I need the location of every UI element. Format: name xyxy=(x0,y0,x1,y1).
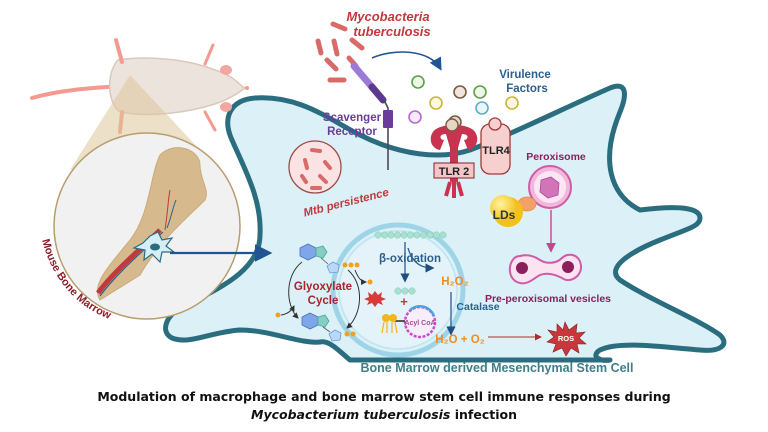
small-ros-burst xyxy=(364,291,386,307)
peroxisome-label: Peroxisome xyxy=(526,151,586,163)
scavenger-receptor-label-line1: Scavenger xyxy=(323,112,382,124)
glyoxylate-molecule-bottom xyxy=(301,312,356,342)
pre-peroxisomal-vesicles xyxy=(508,253,583,285)
tlr4-receptor xyxy=(480,117,511,175)
virulence-factor-particles xyxy=(408,75,519,129)
infection-arrow xyxy=(371,51,442,71)
acetyl-beads xyxy=(394,287,416,295)
lds-label: LDs xyxy=(493,208,516,222)
acyl-coa xyxy=(381,305,437,339)
acyl-coa-label: Acyl CoA xyxy=(404,320,435,327)
glyoxylate-label-line1: Glyoxylate xyxy=(294,281,352,293)
caption-line-2: Mycobacterium tuberculosis infection xyxy=(0,407,768,422)
h2o2-arrow xyxy=(407,247,435,273)
ros-label: ROS xyxy=(558,334,574,343)
carbon-bead-right xyxy=(367,279,373,285)
carbon-bead-left xyxy=(275,312,281,318)
virulence-factors-label-line1: Virulence xyxy=(499,69,551,81)
cell-type-label: Bone Marrow derived Mesenchymal Stem Cel… xyxy=(360,361,633,375)
caption-line-1: Modulation of macrophage and bone marrow… xyxy=(97,389,671,404)
glyoxylate-cycle-arrow-left xyxy=(288,261,303,319)
scavenger-receptor-label-line2: Receptor xyxy=(327,126,377,138)
pathogen-label-line1: Mycobacteria xyxy=(346,9,429,24)
plus-sign: + xyxy=(400,294,408,309)
stem-cell-icon xyxy=(132,231,176,264)
fatty-acid-chain xyxy=(374,231,447,239)
lipid-droplet xyxy=(490,195,523,227)
glyoxylate-in-arrow xyxy=(280,305,295,316)
pathogen-label-line2: tuberculosis xyxy=(353,24,430,39)
tlr2-receptor xyxy=(430,118,478,198)
glyoxylate-cycle-arrow-right xyxy=(346,269,361,329)
caption-species: Mycobacterium tuberculosis xyxy=(251,407,451,422)
beta-oxidation-label: β-oxidation xyxy=(379,253,441,265)
catalase-label: Catalase xyxy=(456,301,499,313)
glyoxylate-out-arrow xyxy=(354,269,367,285)
h2o-o2-label: H₂O + O₂ xyxy=(435,334,485,346)
caption-infection: infection xyxy=(450,407,517,422)
scavenger-receptor xyxy=(350,62,393,170)
bone-marrow-inset xyxy=(53,132,241,320)
tlr4-label: TLR4 xyxy=(482,145,510,157)
h2o2-label: H₂O₂ xyxy=(441,276,468,288)
pre-peroxisomal-vesicles-label: Pre-peroxisomal vesicles xyxy=(485,293,611,305)
glyoxylate-molecule-top xyxy=(299,243,360,274)
peroxisome xyxy=(528,165,572,209)
mtb-persistence-vacuole xyxy=(288,140,342,194)
glyoxylate-label-line2: Cycle xyxy=(308,295,339,307)
virulence-factors-label-line2: Factors xyxy=(506,83,548,95)
tlr2-label: TLR 2 xyxy=(439,166,470,178)
ros-burst xyxy=(546,321,587,357)
